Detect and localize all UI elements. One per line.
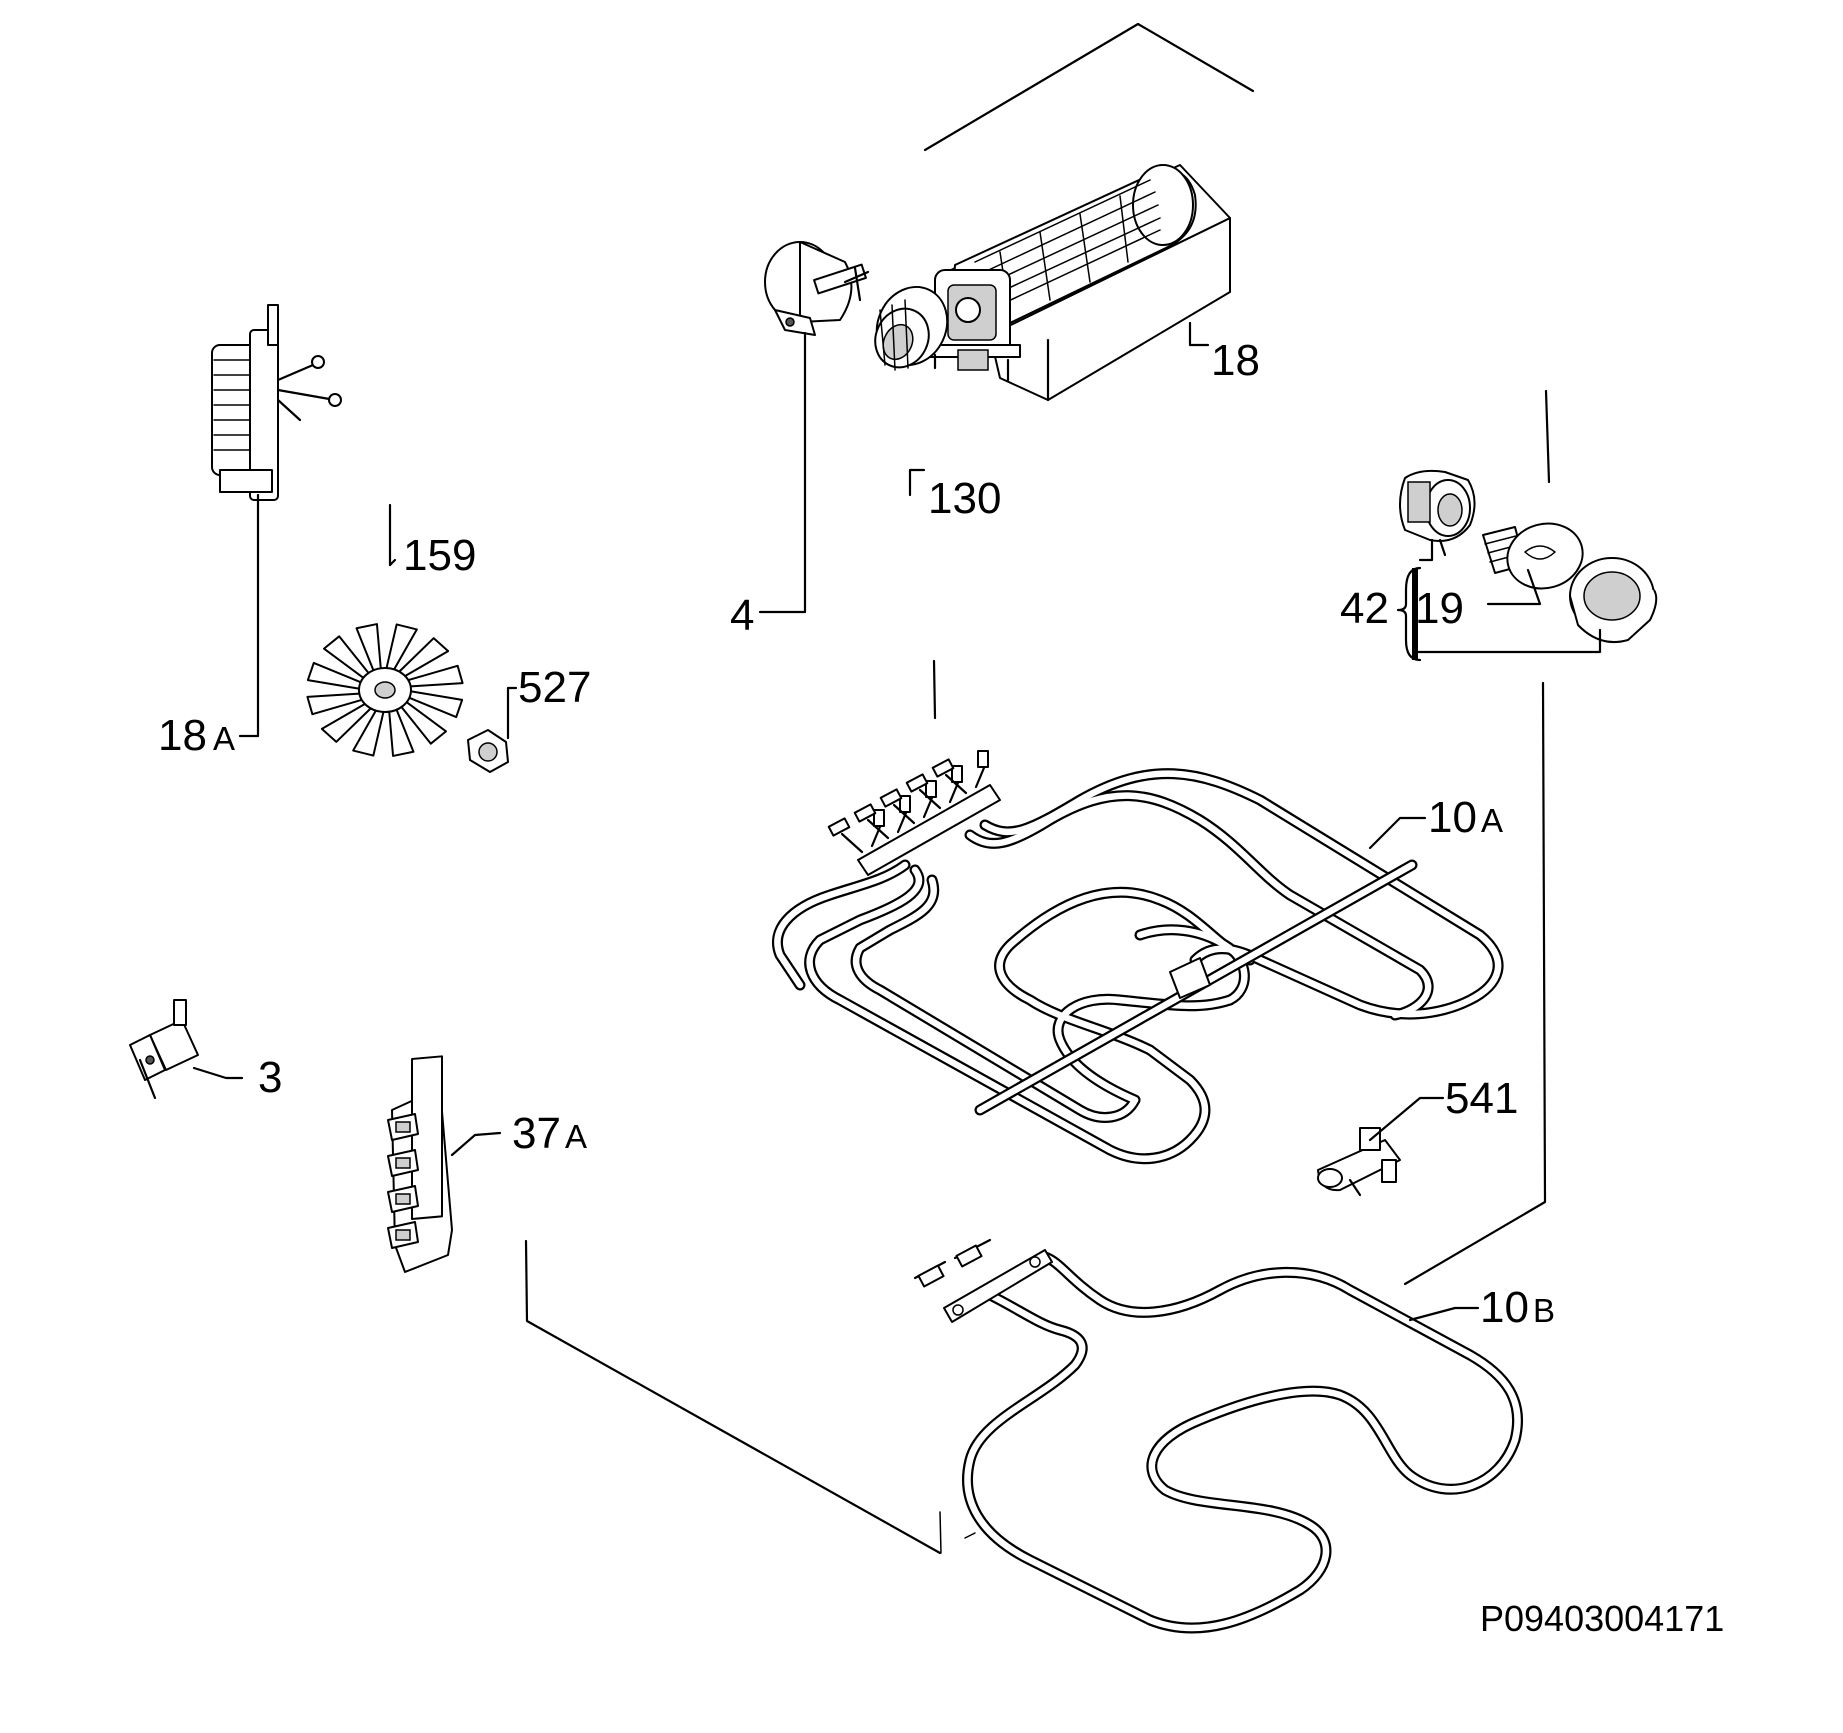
oven-frame-outline [524, 22, 1551, 1555]
wire-clip-part-541 [1317, 1127, 1401, 1197]
bottom-element-part-10b [913, 1238, 1524, 1634]
label-19: 19 [1415, 584, 1464, 633]
tangential-fan-part-18 [929, 164, 1231, 402]
fan-motor-part-18a [211, 304, 342, 501]
grommet-part-130 [874, 286, 949, 371]
drawing-code: P09403004171 [1480, 1598, 1724, 1639]
motor-part-4 [764, 241, 870, 336]
label-4: 4 [730, 591, 754, 640]
label-130: 130 [928, 474, 1001, 523]
nut-part-527 [467, 729, 509, 773]
label-159: 159 [403, 531, 476, 580]
lamp-bulb-part-19 [1482, 522, 1584, 590]
label-18: 18 [1211, 336, 1260, 385]
label-541: 541 [1445, 1074, 1518, 1123]
label-42: 42 [1340, 584, 1389, 633]
fan-blade-part-159 [306, 623, 464, 757]
leader-lines [192, 321, 1602, 1322]
clip-part-3 [129, 999, 199, 1100]
terminal-block-part-37a [387, 1055, 453, 1273]
label-527: 527 [518, 663, 591, 712]
lamp-glass-cover-part [1569, 557, 1658, 644]
label-3: 3 [258, 1053, 282, 1102]
grill-element-part-10a [772, 750, 1504, 1165]
lamp-holder-part [1399, 469, 1476, 557]
